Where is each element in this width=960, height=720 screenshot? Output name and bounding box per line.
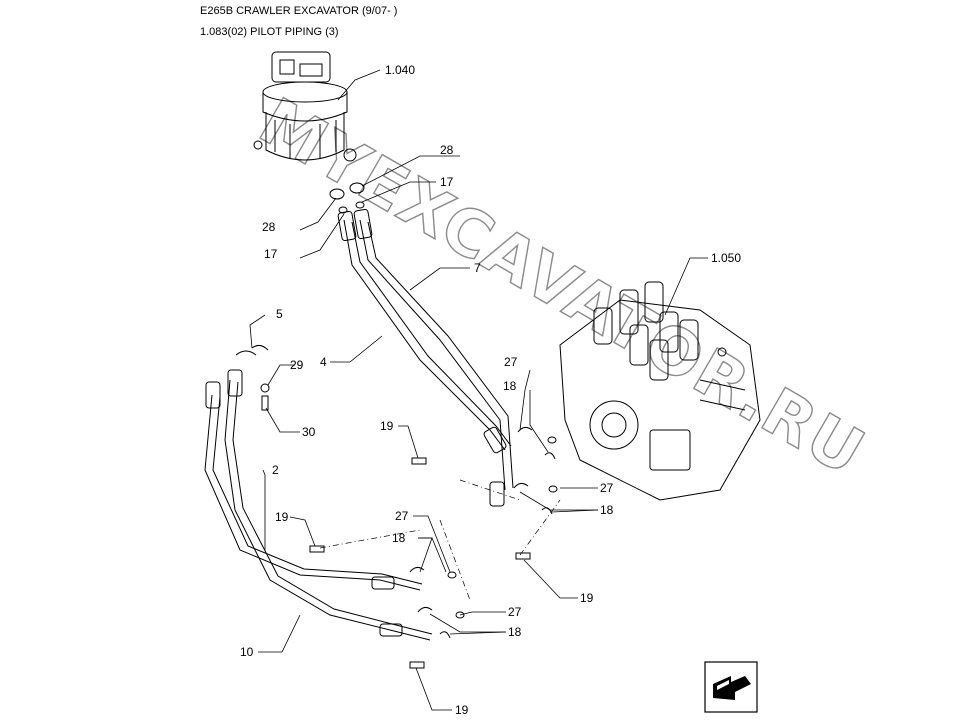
callout-17-lower: 17 [264, 247, 278, 261]
callout-27-c: 27 [395, 509, 409, 523]
hose-2-and-10 [204, 369, 433, 641]
callout-27-d: 27 [508, 605, 522, 619]
watermark-text: MYEXCAVATOR.RU [247, 85, 877, 491]
page-subtitle: 1.083(02) PILOT PIPING (3) [200, 26, 339, 38]
callout-18-c: 18 [392, 531, 406, 545]
callout-29: 29 [290, 358, 304, 372]
reference-lines [319, 479, 561, 601]
callout-4: 4 [320, 355, 327, 369]
callout-1040: 1.040 [385, 63, 415, 77]
callout-19-c: 19 [580, 591, 594, 605]
callout-17-upper: 17 [440, 175, 454, 189]
callout-19-b: 19 [275, 510, 289, 524]
callout-18-a: 18 [503, 379, 517, 393]
control-valve [559, 281, 761, 501]
callout-27-a: 27 [504, 355, 518, 369]
callout-27-b: 27 [600, 481, 614, 495]
callout-18-b: 18 [600, 503, 614, 517]
swing-motor [253, 51, 357, 162]
callout-5: 5 [276, 307, 283, 321]
next-page-arrow-icon[interactable] [704, 661, 758, 713]
callout-7: 7 [474, 261, 481, 275]
watermark: MYEXCAVATOR.RU [246, 84, 877, 492]
callout-30: 30 [302, 425, 316, 439]
callout-1050: 1.050 [711, 251, 741, 265]
callout-19-d: 19 [455, 703, 469, 717]
callout-2: 2 [272, 463, 279, 477]
callout-19-a: 19 [380, 419, 394, 433]
page-title: E265B CRAWLER EXCAVATOR (9/07- ) [200, 5, 398, 17]
callout-28-upper: 28 [440, 143, 454, 157]
callout-28-lower: 28 [262, 220, 276, 234]
callout-labels: 1.040 1.050 28 28 17 17 7 5 4 29 30 27 1… [240, 63, 741, 717]
callout-18-d: 18 [508, 625, 522, 639]
callout-10: 10 [240, 645, 254, 659]
leader-lines [249, 69, 708, 711]
hose-4-and-7 [337, 208, 514, 507]
